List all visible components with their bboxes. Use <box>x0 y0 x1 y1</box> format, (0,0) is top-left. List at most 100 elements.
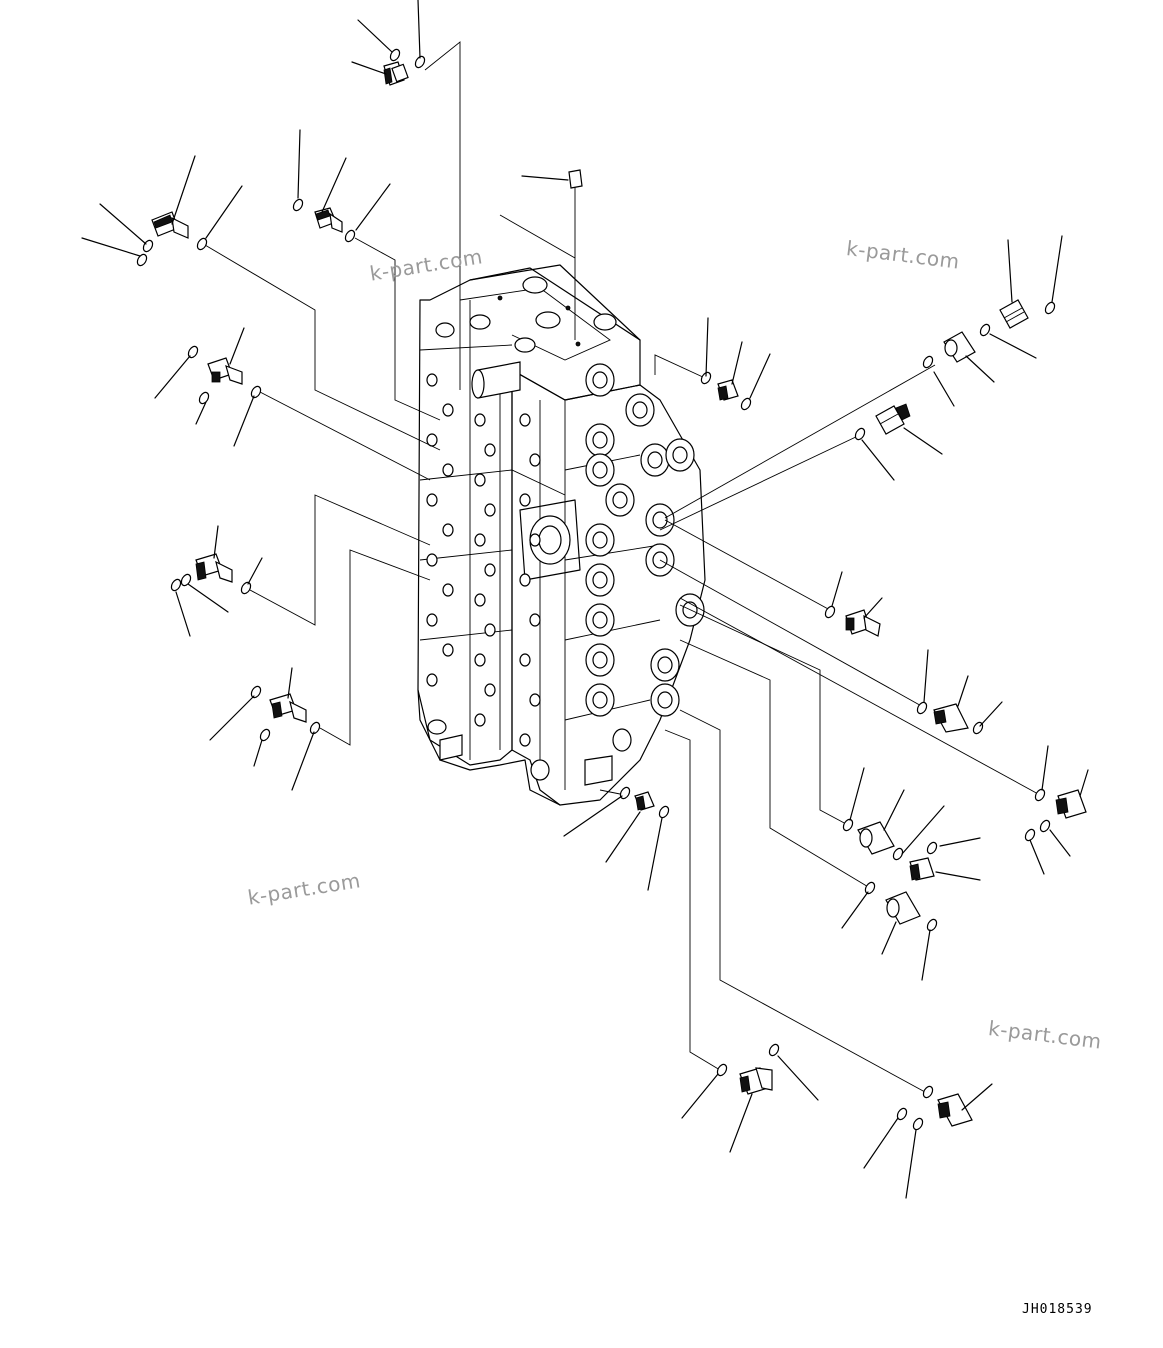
o-ring <box>842 818 854 832</box>
callout-leader <box>563 795 623 837</box>
o-ring <box>142 239 154 253</box>
callout-leader <box>247 557 263 585</box>
plug-cylinder-right <box>943 331 976 363</box>
o-ring <box>1034 788 1046 802</box>
callout-leader <box>229 327 245 365</box>
pressure-sensor-upper-left <box>151 211 189 239</box>
fitting-elbow-right <box>933 703 969 733</box>
callout-leader <box>905 1129 917 1199</box>
o-ring <box>892 847 904 861</box>
callout-leader <box>965 355 995 383</box>
callout-leader <box>881 921 897 955</box>
callout-leader <box>861 439 895 481</box>
o-ring <box>768 1043 780 1057</box>
callout-leader <box>417 0 421 59</box>
callout-leader <box>355 183 391 231</box>
callout-leader <box>1051 235 1063 303</box>
pressure-sensor-far-right <box>1055 789 1087 819</box>
bolt-hole <box>529 453 541 467</box>
fitting-elbow-bottom-right <box>937 1093 973 1127</box>
o-ring <box>922 1085 934 1099</box>
o-ring <box>389 48 401 62</box>
o-ring <box>700 371 712 385</box>
callout-leader <box>1049 829 1071 857</box>
plug-cylinder-lower <box>857 821 895 855</box>
fitting-elbow-lower-right <box>909 857 935 881</box>
spool-cap <box>585 363 615 397</box>
o-ring <box>292 198 304 212</box>
o-ring <box>854 427 866 441</box>
o-ring <box>619 786 631 800</box>
bolt-hole <box>519 573 531 587</box>
spool-cap <box>665 438 695 472</box>
callout-leader <box>171 155 196 225</box>
callout-leader <box>175 591 191 637</box>
callout-leader <box>233 395 255 447</box>
spool-cap <box>585 523 615 557</box>
bolt-hole <box>529 613 541 627</box>
bolt-hole <box>474 413 486 427</box>
o-ring <box>926 918 938 932</box>
pressure-sensor-mid-left <box>195 553 233 583</box>
callout-leader <box>979 701 1003 727</box>
o-ring <box>1044 301 1056 315</box>
fitting-elbow-top <box>383 61 409 86</box>
o-ring <box>824 605 836 619</box>
callout-leader <box>351 61 387 75</box>
spool-cap <box>585 683 615 717</box>
callout-leader <box>81 237 141 257</box>
pressure-sensor-right-mid <box>845 609 881 637</box>
spool-cap <box>650 683 680 717</box>
callout-leader <box>253 739 263 767</box>
bolt-hole <box>442 583 454 597</box>
valve-bolt-holes <box>426 373 541 747</box>
bolt-hole <box>484 563 496 577</box>
bolt-hole <box>529 693 541 707</box>
spool-cap <box>625 393 655 427</box>
callout-leader <box>209 695 255 741</box>
o-ring <box>259 728 271 742</box>
callout-leader <box>749 353 771 399</box>
callout-leader <box>841 891 869 929</box>
bolt-hole <box>442 403 454 417</box>
drawing-code: JH018539 <box>1022 1302 1093 1317</box>
callout-leader <box>777 1055 819 1101</box>
callout-leader <box>1007 239 1013 303</box>
o-ring <box>136 253 148 267</box>
plug-cylinder-bottom <box>885 891 921 925</box>
bolt-hole <box>442 643 454 657</box>
callout-leader <box>989 333 1037 359</box>
callout-leader <box>863 1117 899 1169</box>
bolt-hole <box>484 503 496 517</box>
callout-leader <box>291 731 315 791</box>
leader-lines <box>204 41 1041 1093</box>
callout-leader <box>705 317 709 377</box>
o-ring <box>240 581 252 595</box>
callout-leader <box>935 871 981 881</box>
spool-cap <box>645 503 675 537</box>
bolt-hole <box>519 653 531 667</box>
bolt-hole <box>474 533 486 547</box>
o-ring <box>180 573 192 587</box>
bolt-hole <box>474 473 486 487</box>
callout-leader <box>287 667 293 699</box>
bolt-hole <box>484 623 496 637</box>
bolt-hole <box>426 553 438 567</box>
spool-cap <box>585 643 615 677</box>
callout-leader <box>187 583 229 613</box>
spool-cap <box>585 453 615 487</box>
pressure-sensor-left <box>207 357 243 385</box>
callout-leader <box>957 675 969 707</box>
fitting-bottom-center <box>634 791 655 811</box>
bolt-hole <box>474 713 486 727</box>
callout-leader <box>99 203 147 245</box>
o-ring <box>187 345 199 359</box>
callout-leader <box>213 525 219 559</box>
spool-cap <box>585 603 615 637</box>
callout-leader <box>729 1093 753 1153</box>
o-ring <box>170 578 182 592</box>
callout-leader <box>961 1083 993 1111</box>
o-ring <box>658 805 670 819</box>
callout-leader <box>939 837 981 847</box>
